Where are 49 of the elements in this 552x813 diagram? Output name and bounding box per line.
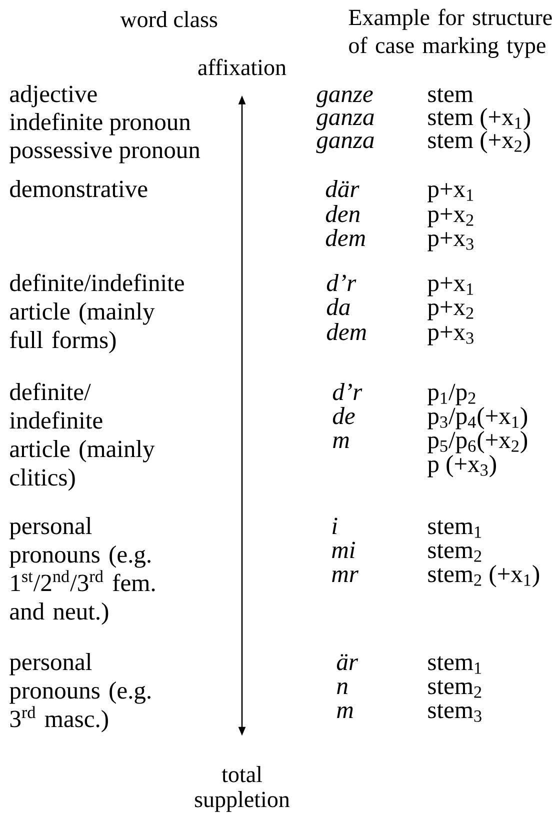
example-word: m bbox=[333, 436, 349, 448]
example-word: i bbox=[332, 518, 338, 534]
example-word: da bbox=[326, 298, 350, 316]
example-word: ganza bbox=[316, 113, 374, 130]
case-structure: stem (+x$_{1}$) bbox=[428, 108, 530, 130]
word-class-label: demonstrative bbox=[10, 180, 148, 198]
case-structure: p$_{3}$/p$_{4}$(+x$_{1}$) bbox=[428, 407, 528, 430]
case-structure: p$_{5}$/p$_{6}$(+x$_{2}$) bbox=[428, 431, 528, 454]
example-word: d’r bbox=[332, 383, 362, 400]
example-word: dem bbox=[326, 323, 366, 340]
case-structure: p (+x$_{3}$) bbox=[428, 455, 496, 478]
scale-label: total suppletion bbox=[195, 766, 290, 812]
word-class-label: indefinite pronoun bbox=[10, 112, 191, 136]
case-structure: stem (+x$_{2}$) bbox=[428, 131, 530, 154]
case-structure: stem$_{3}$ bbox=[428, 704, 482, 722]
example-word: dem bbox=[326, 229, 365, 246]
case-structure: stem$_{1}$ bbox=[428, 520, 482, 538]
case-structure: p+x$_{3}$ bbox=[428, 232, 474, 252]
word-class-label: definite/indefinite article (mainly full forms) bbox=[10, 274, 184, 354]
example-word: är bbox=[336, 654, 358, 670]
example-word: den bbox=[326, 205, 360, 222]
column-header: Example for structure of case marking type bbox=[348, 8, 552, 58]
case-structure: stem$_{1}$ bbox=[428, 656, 482, 674]
column-header: word class bbox=[120, 11, 218, 28]
example-word: mi bbox=[332, 542, 355, 558]
case-structure: p+x$_{1}$ bbox=[428, 183, 474, 202]
word-class-label: personal pronouns (e.g. 1$^{st}$/2$^{nd}$/3$^{rd}$ fem. and neut.) bbox=[10, 517, 155, 625]
example-word: ganza bbox=[316, 136, 374, 154]
example-word: m bbox=[337, 706, 353, 718]
case-structure: p+x$_{2}$ bbox=[428, 301, 474, 320]
word-class-label: adjective bbox=[10, 85, 97, 108]
case-structure: stem$_{2}$ (+x$_{1}$) bbox=[428, 565, 540, 588]
case-structure: p+x$_{3}$ bbox=[428, 326, 474, 346]
scale-label: affixation bbox=[198, 58, 286, 76]
case-structure: p+x$_{2}$ bbox=[428, 208, 474, 228]
case-structure: stem bbox=[428, 88, 474, 102]
example-word: d’r bbox=[326, 274, 356, 292]
case-structure: p$_{1}$/p$_{2}$ bbox=[428, 384, 476, 406]
case-structure: stem$_{2}$ bbox=[428, 680, 482, 698]
example-word: där bbox=[326, 180, 360, 198]
example-word: mr bbox=[332, 570, 358, 582]
case-structure: stem$_{2}$ bbox=[428, 544, 482, 562]
example-word: n bbox=[337, 682, 348, 694]
example-word: de bbox=[332, 407, 355, 424]
case-structure: p+x$_{1}$ bbox=[428, 277, 474, 296]
word-class-label: possessive pronoun bbox=[10, 142, 200, 164]
example-word: ganze bbox=[316, 90, 373, 108]
word-class-label: personal pronouns (e.g. 3$^{rd}$ masc.) bbox=[10, 653, 150, 732]
word-class-label: definite/ indefinite article (mainly clitics) bbox=[10, 382, 155, 491]
